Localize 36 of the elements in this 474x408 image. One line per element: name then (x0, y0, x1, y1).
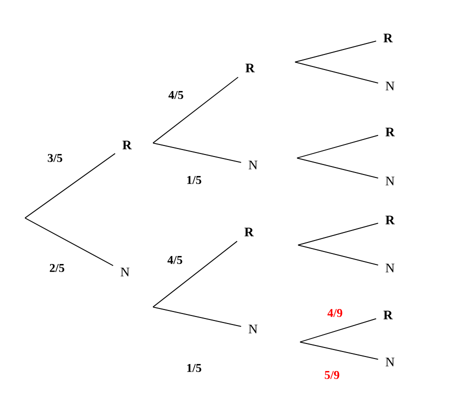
branch-line (298, 222, 379, 246)
outcome-letter: N (248, 160, 258, 170)
outcome-letter: R (244, 228, 254, 236)
branch-line (24, 153, 116, 218)
branch-line (152, 142, 242, 163)
outcome-letter: N (386, 176, 394, 186)
outcome-letter: N (248, 324, 258, 334)
branch-line (294, 40, 377, 62)
branch-line (300, 318, 377, 342)
outcome-letter: N (120, 268, 130, 276)
probability-label: 4/5 (168, 256, 182, 264)
outcome-letter: N (386, 264, 394, 272)
branch-line (24, 218, 114, 266)
outcome-letter: R (386, 216, 395, 224)
probability-label: 2/5 (50, 264, 64, 272)
branch-line (152, 76, 239, 144)
branch-line (298, 244, 379, 266)
branch-line (296, 158, 379, 179)
branch-line (152, 240, 238, 308)
outcome-letter: R (122, 140, 132, 150)
probability-label: 1/5 (187, 176, 202, 184)
outcome-letter: R (386, 128, 395, 136)
outcome-letter: N (386, 358, 394, 366)
outcome-letter: R (246, 64, 255, 72)
branch-line (152, 306, 242, 327)
branch-line (300, 342, 379, 360)
outcome-letter: R (384, 34, 393, 42)
probability-label: 1/5 (187, 364, 202, 372)
outcome-letter: N (386, 82, 394, 90)
branch-line (294, 62, 379, 84)
branch-line (296, 134, 379, 158)
probability-label: 5/9 (324, 370, 340, 380)
probability-label: 4/5 (168, 91, 184, 99)
probability-label: 3/5 (48, 154, 62, 162)
outcome-letter: R (384, 310, 393, 320)
probability-label: 4/9 (328, 308, 342, 318)
